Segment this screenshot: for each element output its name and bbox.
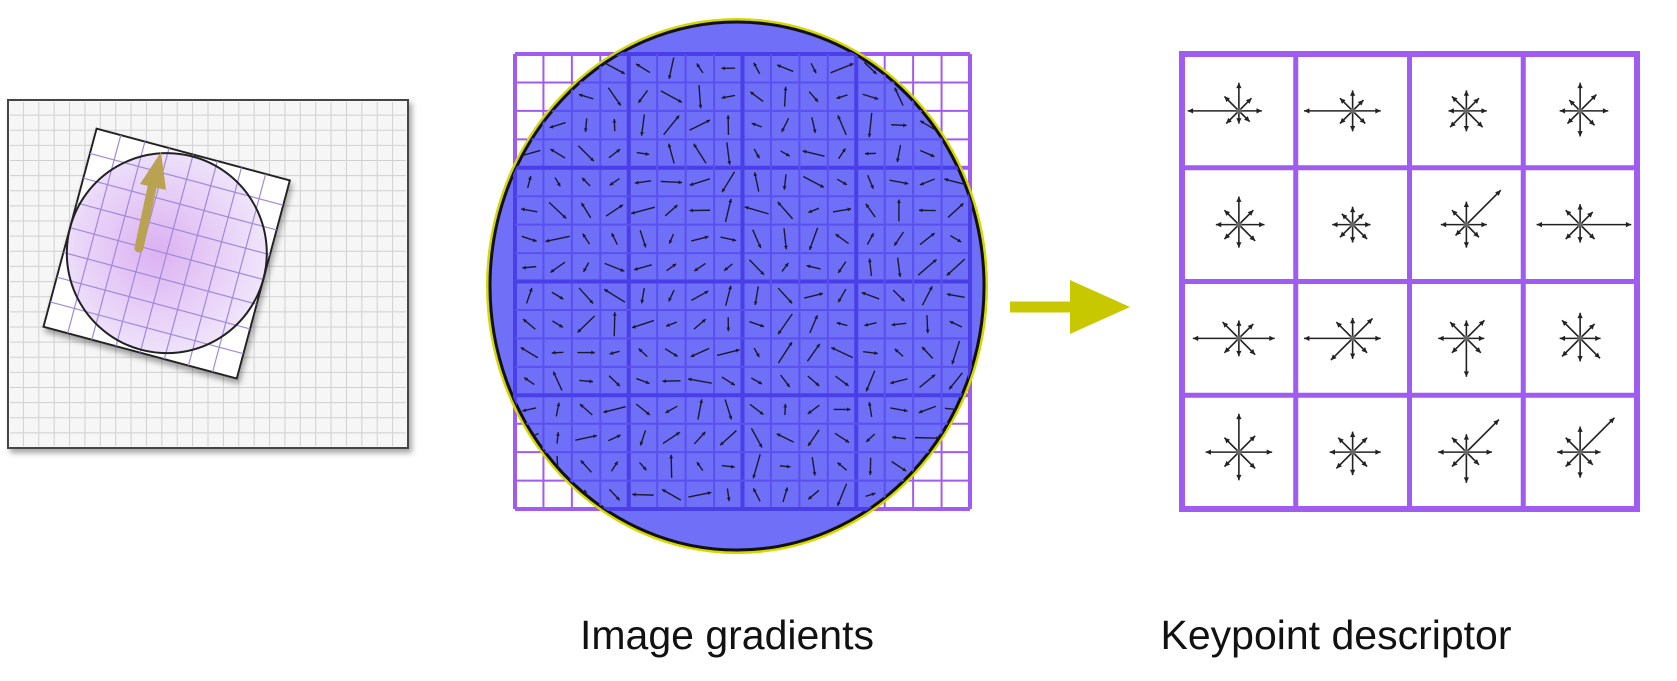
dominant-orientation-arrow bbox=[134, 152, 166, 253]
descriptor-histogram bbox=[1448, 90, 1487, 132]
descriptor-histogram bbox=[1536, 204, 1632, 243]
descriptor-histogram bbox=[1559, 82, 1609, 137]
descriptor-histogram bbox=[1557, 417, 1616, 478]
descriptor-histogram bbox=[1559, 312, 1601, 362]
descriptor-histogram bbox=[1187, 82, 1262, 125]
descriptor-histogram bbox=[1215, 196, 1265, 248]
histogram-bin bbox=[1465, 189, 1502, 226]
keypoint-descriptor-panel bbox=[1179, 51, 1640, 512]
transition-arrow bbox=[1010, 280, 1130, 334]
histogram-bin bbox=[1465, 418, 1500, 453]
histogram-bin bbox=[1579, 417, 1616, 453]
descriptor-caption: Keypoint descriptor bbox=[1160, 612, 1512, 658]
descriptor-histogram bbox=[1440, 189, 1502, 248]
descriptor-histogram bbox=[1438, 418, 1500, 483]
descriptor-histogram bbox=[1438, 319, 1486, 377]
descriptor-histogram bbox=[1329, 431, 1381, 476]
gaussian-window bbox=[488, 20, 986, 552]
image-gradients-panel bbox=[486, 18, 988, 554]
descriptor-histogram bbox=[1303, 90, 1381, 132]
input-image-panel bbox=[7, 99, 409, 449]
descriptor-histogram bbox=[1192, 320, 1275, 357]
patch-circle-outline bbox=[65, 152, 268, 355]
descriptor-histogram bbox=[1303, 317, 1381, 361]
gradients-caption: Image gradients bbox=[579, 612, 875, 658]
descriptor-histogram bbox=[1332, 206, 1371, 243]
descriptor-histogram bbox=[1205, 413, 1273, 481]
